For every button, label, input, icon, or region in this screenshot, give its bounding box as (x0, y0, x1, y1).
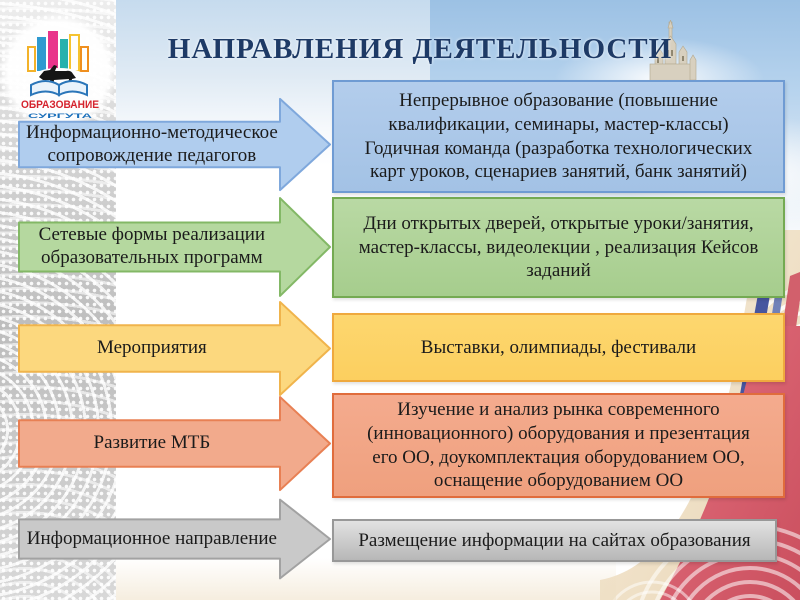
logo-buildings (27, 31, 89, 73)
content-box: Дни открытых дверей, открытые уроки/заня… (332, 197, 785, 298)
row-label: Развитие МТБ (93, 432, 211, 454)
arrow-icon (18, 498, 332, 580)
content-box: Размещение информации на сайтах образова… (332, 519, 777, 562)
arrow-icon (18, 300, 332, 397)
content-box: Непрерывное образование (повышение квали… (332, 80, 785, 193)
logo-city-text: СУРГУТА (28, 113, 93, 120)
label-arrow: Информационное направление (18, 498, 332, 580)
row-label: Мероприятия (96, 337, 207, 359)
logo-name-text: ОБРАЗОВАНИЕ (21, 99, 99, 111)
logo-graphic: ОБРАЗОВАНИЕ СУРГУТА (21, 31, 99, 120)
slide-title: НАПРАВЛЕНИЯ ДЕЯТЕЛЬНОСТИ (167, 33, 673, 65)
bottom-beige-fade (116, 558, 616, 600)
left-halftone-strip (0, 0, 116, 600)
row-label: Информационно-методическое сопровождение… (25, 121, 278, 166)
content-box: Изучение и анализ рынка современного (ин… (332, 393, 785, 498)
logo-horse (39, 65, 76, 86)
label-arrow: Сетевые формы реализации образовательных… (18, 196, 332, 298)
logo-book (30, 80, 88, 97)
arrow-icon (18, 97, 332, 192)
education-surgut-logo: ОБРАЗОВАНИЕ СУРГУТА (13, 25, 107, 123)
label-arrow: Информационно-методическое сопровождение… (18, 97, 332, 192)
arrow-icon (18, 196, 332, 298)
label-arrow: Мероприятия (18, 300, 332, 397)
tower-photo (640, 18, 702, 83)
arrow-icon (18, 395, 332, 492)
content-box: Выставки, олимпиады, фестивали (332, 313, 785, 382)
row-label: Сетевые формы реализации образовательных… (38, 224, 266, 268)
row-label: Информационное направление (26, 527, 277, 549)
tower-silhouette (649, 18, 697, 83)
label-arrow: Развитие МТБ (18, 395, 332, 492)
